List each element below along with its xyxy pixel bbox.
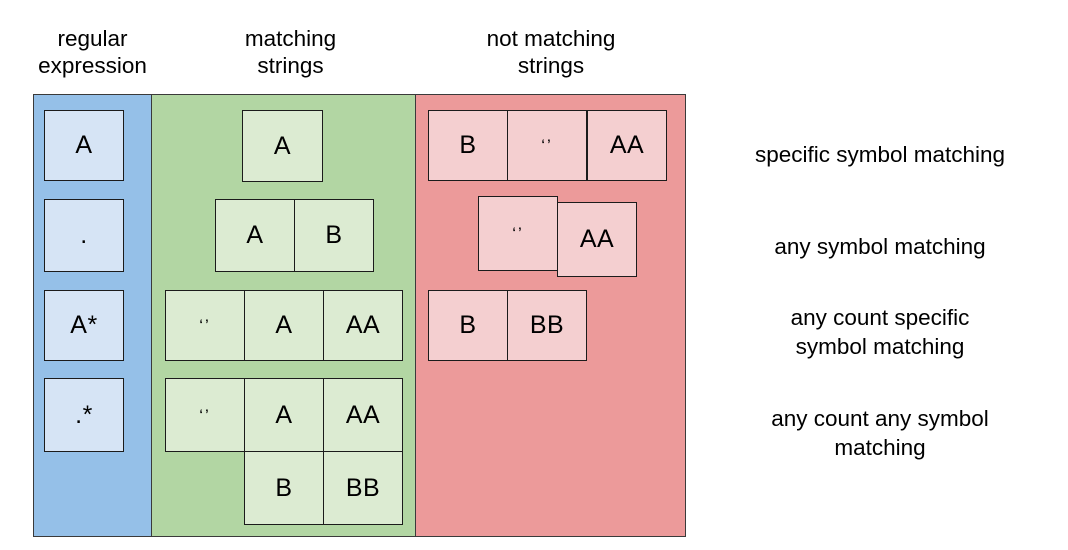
description-row-3: any count any symbol matching <box>771 406 989 460</box>
matching-cell-r2-c0: ‘’ <box>165 290 245 361</box>
not-matching-cell-r1-c1: AA <box>557 202 637 277</box>
not-matching-cell-r0-c1: ‘’ <box>507 110 587 181</box>
regex-cell-row-1: . <box>44 199 124 272</box>
matching-cell-r3-c4: BB <box>323 451 403 525</box>
matching-cell-r3-c3: B <box>244 451 324 525</box>
description-row-2: any count specific symbol matching <box>790 305 970 359</box>
regex-cell-row-3: .* <box>44 378 124 452</box>
not-matching-cell-r2-c0: B <box>428 290 508 361</box>
matching-cell-r1-c0: A <box>215 199 295 272</box>
column-header-not-matching-strings: not matching strings <box>486 26 616 78</box>
matching-cell-r3-c0: ‘’ <box>165 378 245 452</box>
not-matching-cell-r0-c2: AA <box>587 110 667 181</box>
matching-cell-r3-c2: AA <box>323 378 403 452</box>
matching-cell-r2-c2: AA <box>323 290 403 361</box>
description-row-1: any symbol matching <box>774 234 986 259</box>
not-matching-cell-r1-c0: ‘’ <box>478 196 558 271</box>
column-header-matching-strings: matching strings <box>244 26 337 78</box>
not-matching-cell-r2-c1: BB <box>507 290 587 361</box>
matching-cell-r2-c1: A <box>244 290 324 361</box>
column-header-regular-expression: regular expression <box>38 26 147 78</box>
matching-cell-r3-c1: A <box>244 378 324 452</box>
matching-cell-r1-c1: B <box>294 199 374 272</box>
regex-cell-row-0: A <box>44 110 124 181</box>
description-row-0: specific symbol matching <box>754 142 1006 167</box>
regex-cell-row-2: A* <box>44 290 124 361</box>
matching-cell-r0-c0: A <box>242 110 323 182</box>
not-matching-cell-r0-c0: B <box>428 110 508 181</box>
